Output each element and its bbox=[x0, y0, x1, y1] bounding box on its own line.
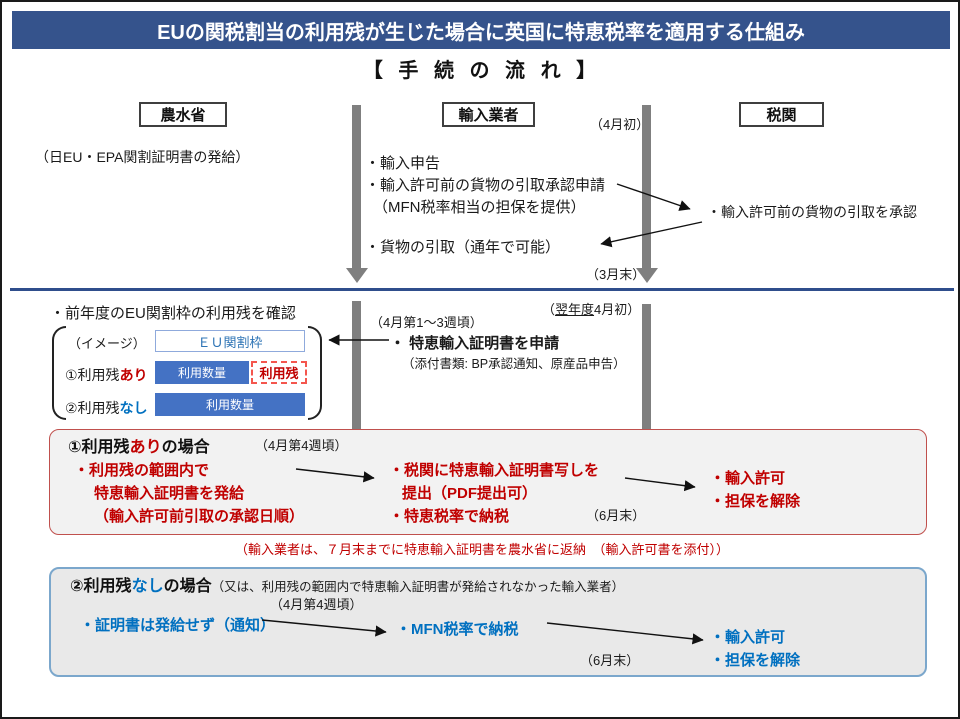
bracket-right bbox=[308, 326, 322, 420]
case2-item2: ・MFN税率で納税 bbox=[396, 621, 519, 638]
timeline-arrow-left-phase1 bbox=[345, 105, 368, 283]
case1-left-line3: （輸入許可前引取の承認日順） bbox=[94, 508, 305, 525]
actor-box-customs: 税関 bbox=[739, 102, 824, 127]
case1-title-red: あり bbox=[129, 439, 162, 456]
label-april-start: （4月初） bbox=[590, 117, 650, 132]
case1-box bbox=[49, 429, 927, 535]
check-remainder-line: ・前年度のEU関割枠の利用残を確認 bbox=[50, 305, 296, 322]
apply-certificate-note: （添付書類: BP承認通知、原産品申告） bbox=[402, 357, 626, 371]
row1-remainder-box: 利用残 bbox=[251, 361, 307, 384]
label-next-fy-open: （ bbox=[542, 302, 556, 317]
case1-label-week4: （4月第4週頃） bbox=[255, 438, 348, 453]
case2-title-rest: の場合 bbox=[163, 578, 212, 595]
label-next-fy-rest: 4月初） bbox=[594, 302, 641, 317]
maff-note: （日EU・EPA関割証明書の発給） bbox=[35, 149, 250, 165]
case1-left-line1: ・利用残の範囲内で bbox=[74, 462, 210, 479]
row1-label-black: ①利用残 bbox=[65, 367, 120, 383]
case2-title-row: ②利用残なしの場合 （又は、利用残の範囲内で特恵輸入証明書が発給されなかった輸入… bbox=[70, 572, 624, 596]
case1-label-june: （6月末） bbox=[586, 508, 646, 523]
image-label: （イメージ） bbox=[68, 336, 146, 351]
row2-label-black: ②利用残 bbox=[65, 400, 120, 416]
row2-used-bar: 利用数量 bbox=[155, 393, 305, 416]
apply-certificate-line: ・ 特恵輸入証明書を申請 bbox=[390, 335, 560, 352]
case2-box bbox=[49, 567, 927, 677]
arrow-customs-to-importer bbox=[600, 221, 703, 248]
case2-title-black: ②利用残 bbox=[70, 578, 132, 595]
subtitle: 【 手 続 の 流 れ 】 bbox=[362, 60, 602, 82]
fiscal-year-divider bbox=[10, 288, 954, 291]
customs-step-1: ・輸入許可前の貨物の引取を承認 bbox=[707, 204, 917, 220]
case1-mid-line1: ・税関に特恵輸入証明書写しを bbox=[389, 462, 600, 479]
label-april-weeks: （4月第1～3週頃） bbox=[370, 315, 483, 330]
case1-title-black: ①利用残 bbox=[68, 439, 130, 456]
case1-mid-line3: ・特恵税率で納税 bbox=[389, 508, 510, 525]
importer-step-3: ・貨物の引取（通年で可能） bbox=[365, 239, 561, 256]
row1-label-red: あり bbox=[119, 367, 148, 383]
remainder-label: 利用残 bbox=[259, 366, 299, 381]
case2-label-june: （6月末） bbox=[580, 653, 640, 668]
label-march-end: （3月末） bbox=[586, 267, 646, 282]
actor-box-maff: 農水省 bbox=[139, 102, 227, 127]
row1-used-bar-label: 利用数量 bbox=[177, 366, 226, 380]
arrow-importer-to-customs bbox=[616, 183, 691, 211]
case1-right-line1: ・輸入許可 bbox=[710, 470, 786, 487]
label-next-fy-underlined: 翌年度 bbox=[555, 302, 595, 317]
bracket-left bbox=[52, 326, 66, 420]
case2-item1: ・証明書は発給せず（通知） bbox=[80, 617, 276, 634]
case1-left-line2: 特恵輸入証明書を発給 bbox=[94, 485, 245, 502]
importer-step-2-note: （MFN税率相当の担保を提供） bbox=[373, 199, 586, 216]
row1-used-bar: 利用数量 bbox=[155, 361, 249, 384]
page-title: EUの関税割当の利用残が生じた場合に英国に特恵税率を適用する仕組み bbox=[157, 21, 805, 44]
case2-right-line2: ・担保を解除 bbox=[710, 652, 801, 669]
case2-title: ②利用残なしの場合 bbox=[70, 572, 212, 596]
case2-title-note: （又は、利用残の範囲内で特恵輸入証明書が発給されなかった輸入業者） bbox=[211, 580, 625, 594]
actor-label-importer: 輸入業者 bbox=[458, 107, 519, 124]
importer-step-2: ・輸入許可前の貨物の引取承認申請 bbox=[365, 177, 606, 194]
case1-mid-line2: 提出（PDF提出可） bbox=[402, 485, 538, 502]
case1-right-line2: ・担保を解除 bbox=[710, 493, 801, 510]
case2-title-blue: なし bbox=[131, 578, 164, 595]
certificate-return-note: （輸入業者は、７月末までに特恵輸入証明書を農水省に返納 （輸入許可書を添付）） bbox=[234, 542, 729, 557]
row2-label-blue: なし bbox=[119, 400, 148, 416]
actor-box-importer: 輸入業者 bbox=[442, 102, 535, 127]
eu-quota-box: ＥＵ関割枠 bbox=[155, 330, 305, 352]
row1-label: ①利用残あり bbox=[65, 365, 148, 385]
case1-title: ①利用残ありの場合 bbox=[68, 433, 210, 457]
case2-right-line1: ・輸入許可 bbox=[710, 629, 786, 646]
case1-title-rest: の場合 bbox=[161, 439, 210, 456]
row2-used-bar-label: 利用数量 bbox=[205, 398, 254, 412]
label-next-fy-april: （翌年度4月初） bbox=[542, 299, 640, 318]
actor-label-maff: 農水省 bbox=[160, 107, 206, 124]
title-bar: EUの関税割当の利用残が生じた場合に英国に特恵税率を適用する仕組み bbox=[12, 11, 950, 49]
row2-label: ②利用残なし bbox=[65, 398, 148, 418]
case2-label-week4: （4月第4週頃） bbox=[270, 597, 363, 612]
importer-step-1: ・輸入申告 bbox=[365, 155, 441, 172]
actor-label-customs: 税関 bbox=[766, 107, 797, 124]
eu-quota-label: ＥＵ関割枠 bbox=[197, 334, 263, 350]
